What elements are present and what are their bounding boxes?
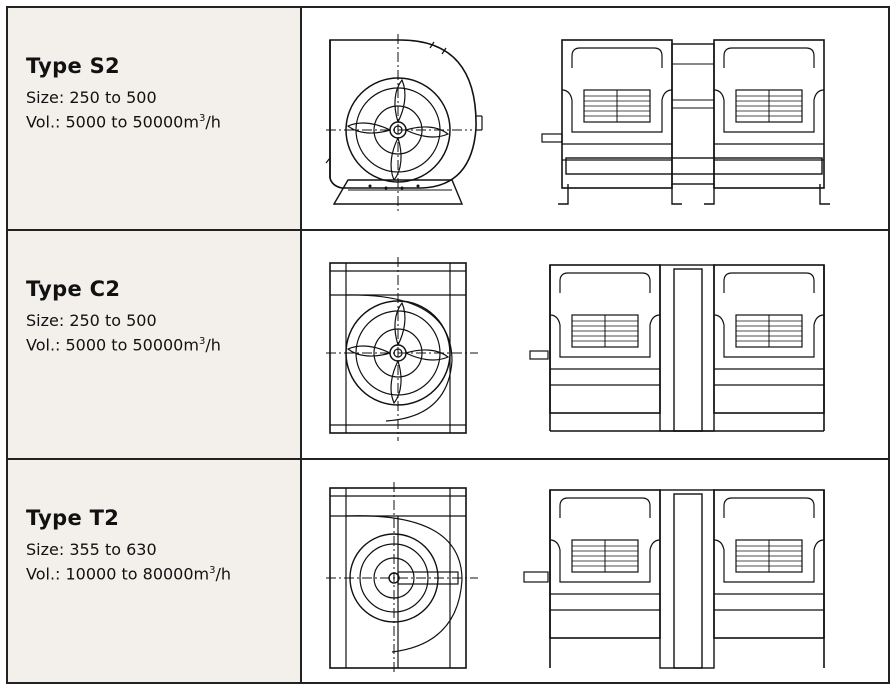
volume-range: Vol.: 10000 to 80000m3/h xyxy=(26,564,232,584)
s2-side-view xyxy=(325,34,483,214)
type-t2-info: Type T2 Size: 355 to 630 Vol.: 10000 to … xyxy=(6,458,302,684)
type-title: Type T2 xyxy=(26,506,120,530)
size-range: Size: 250 to 500 xyxy=(26,311,157,330)
table-row: Type C2 Size: 250 to 500 Vol.: 5000 to 5… xyxy=(6,229,890,460)
type-t2-drawing-svg xyxy=(326,482,825,674)
s2-front-view xyxy=(541,39,830,205)
fan-type-table: Type S2 Size: 250 to 500 Vol.: 5000 to 5… xyxy=(6,6,890,684)
type-t2-drawings xyxy=(300,458,890,684)
type-s2-drawings xyxy=(300,6,890,231)
type-title: Type C2 xyxy=(26,277,121,301)
type-s2-drawing-svg xyxy=(325,34,830,214)
size-range: Size: 355 to 630 xyxy=(26,540,157,559)
table-row: Type T2 Size: 355 to 630 Vol.: 10000 to … xyxy=(6,458,890,684)
volume-range: Vol.: 5000 to 50000m3/h xyxy=(26,335,221,355)
volume-range: Vol.: 5000 to 50000m3/h xyxy=(26,112,221,132)
type-c2-drawings xyxy=(300,229,890,460)
type-c2-drawing-svg xyxy=(326,257,825,441)
size-range: Size: 250 to 500 xyxy=(26,88,157,107)
type-title: Type S2 xyxy=(26,54,120,78)
c2-front-view xyxy=(529,264,825,432)
table-row: Type S2 Size: 250 to 500 Vol.: 5000 to 5… xyxy=(6,6,890,231)
type-c2-info: Type C2 Size: 250 to 500 Vol.: 5000 to 5… xyxy=(6,229,302,460)
t2-front-view xyxy=(523,489,825,669)
c2-side-view xyxy=(326,257,478,441)
type-s2-info: Type S2 Size: 250 to 500 Vol.: 5000 to 5… xyxy=(6,6,302,231)
t2-side-view xyxy=(326,482,478,674)
